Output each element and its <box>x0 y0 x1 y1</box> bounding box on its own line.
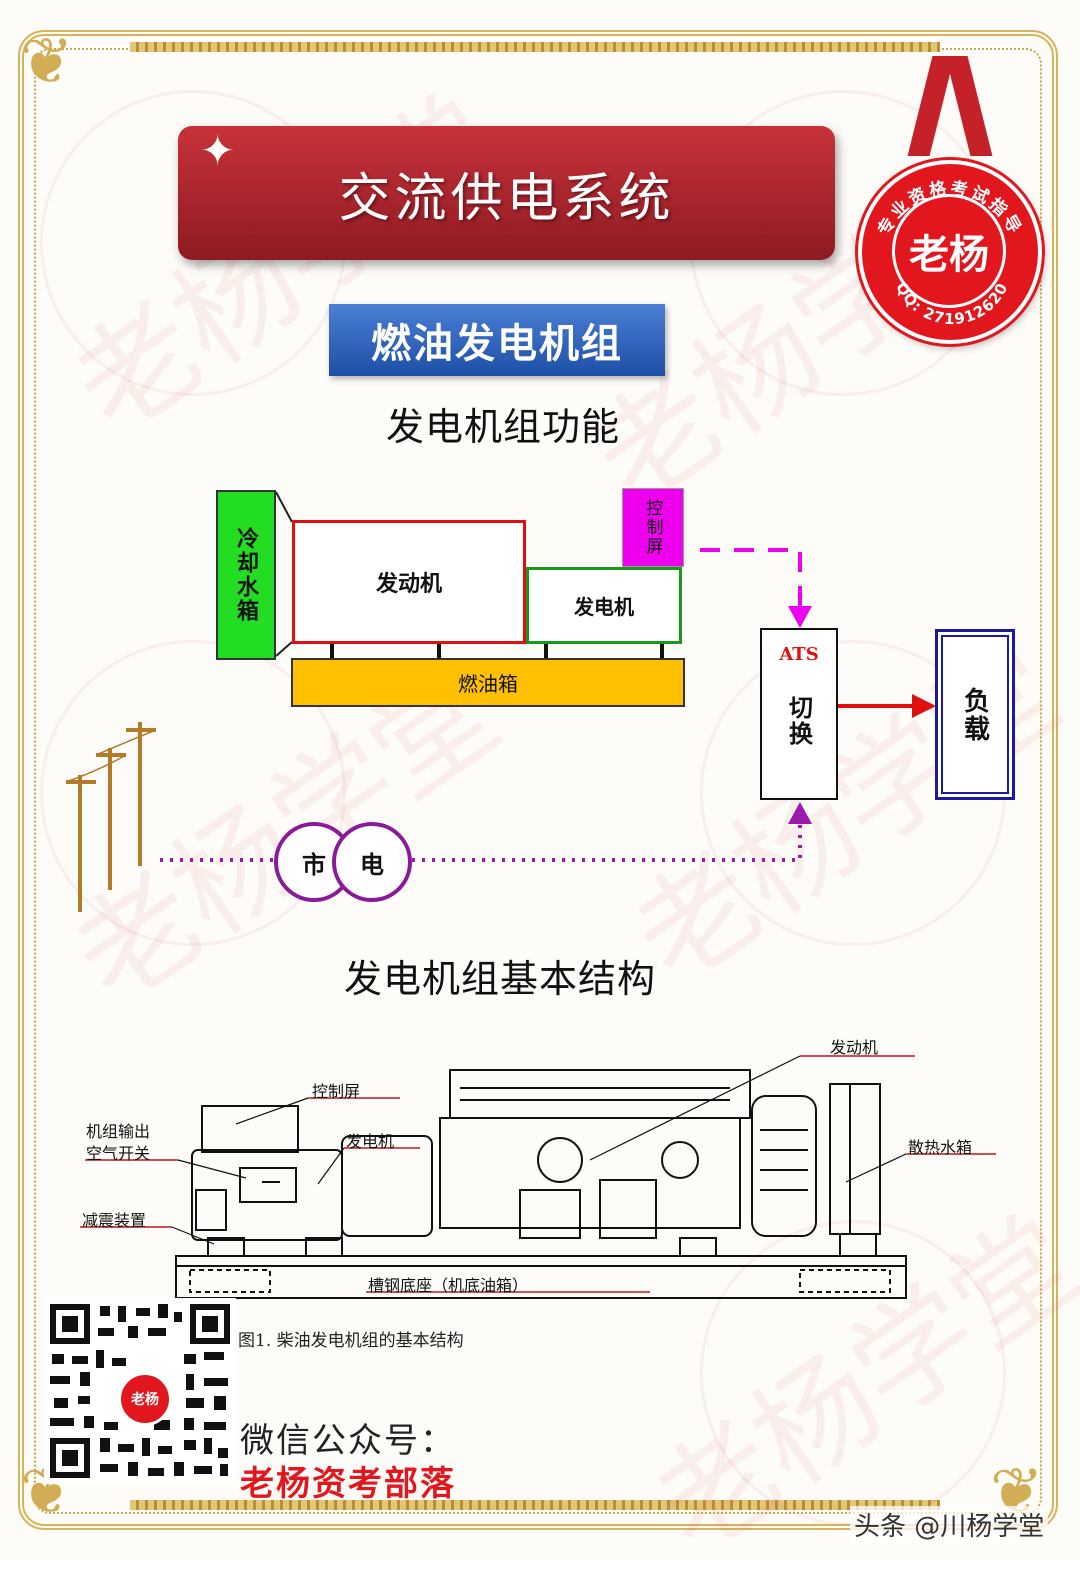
title-banner: 交流供电系统 <box>178 126 835 260</box>
mount-leg <box>437 644 441 658</box>
wechat-label: 微信公众号： <box>240 1421 456 1461</box>
utility-poles-icon <box>65 722 157 912</box>
engine-label: 发动机 <box>375 571 442 597</box>
bottom-frame-band <box>130 1500 940 1510</box>
seal-inner-ring: 老杨 <box>892 194 1006 308</box>
label-damper: 减震装置 <box>82 1211 147 1230</box>
sparkle-icon: ✦ <box>200 126 236 175</box>
load-box: 负载 <box>935 629 1015 800</box>
source-watermark: 头条 @川杨学堂 <box>850 1506 1049 1543</box>
mount-leg <box>660 644 664 658</box>
switch-label: 切换 <box>784 695 814 747</box>
seal-center-text: 老杨 <box>909 231 989 278</box>
ats-switch-box: ATS 切换 <box>760 628 838 800</box>
label-breaker-line2: 空气开关 <box>86 1144 151 1163</box>
wechat-account-name: 老杨资考部落 <box>240 1464 456 1504</box>
section-label: 燃油发电机组 <box>329 304 665 376</box>
connector-line <box>275 491 293 523</box>
label-radiator: 散热水箱 <box>908 1138 973 1157</box>
section-label-text: 燃油发电机组 <box>371 321 623 367</box>
gold-frame <box>18 30 1058 1530</box>
callout-pointers <box>171 1055 907 1245</box>
mount-leg <box>330 644 334 658</box>
structure-heading: 发电机组基本结构 <box>344 957 657 1001</box>
control-arrow-head-icon <box>788 606 812 628</box>
mains-label-2: 电 <box>360 849 384 879</box>
figure-caption: 图1. 柴油发电机组的基本结构 <box>238 1331 464 1351</box>
genset-outline <box>175 1069 907 1299</box>
engine-box: 发动机 <box>292 520 526 644</box>
control-panel-box: 控制屏 <box>622 488 684 567</box>
cooling-tank: 冷却水箱 <box>216 490 276 660</box>
control-arrow-line <box>700 548 802 610</box>
mains-arrow-head-icon <box>788 802 812 824</box>
mount-leg <box>544 644 548 658</box>
top-frame-band <box>130 42 940 52</box>
load-arrow-head-icon <box>912 694 936 718</box>
label-base: 槽钢底座（机底油箱） <box>368 1276 529 1295</box>
control-panel-label: 控制屏 <box>642 499 663 556</box>
label-generator: 发电机 <box>346 1132 395 1151</box>
callout-underlines <box>80 1055 996 1293</box>
fuel-tank-label: 燃油箱 <box>458 672 518 696</box>
corner-flourish-icon: ❦ <box>20 25 74 99</box>
generator-label: 发电机 <box>574 595 634 619</box>
generator-box: 发电机 <box>526 567 682 644</box>
connector-line <box>275 641 293 657</box>
fuel-tank-box: 燃油箱 <box>291 658 685 707</box>
label-breaker-line1: 机组输出 <box>86 1122 151 1141</box>
page-title: 交流供电系统 <box>338 168 675 229</box>
qr-logo-badge: 老杨 <box>118 1372 172 1426</box>
label-control-panel: 控制屏 <box>312 1082 361 1101</box>
watermark-circle <box>40 640 346 946</box>
mains-circle-2: 电 <box>332 822 412 902</box>
mains-label-1: 市 <box>302 849 326 879</box>
qr-logo-text: 老杨 <box>131 1392 159 1408</box>
label-engine: 发动机 <box>830 1038 879 1057</box>
load-label: 负载 <box>959 686 990 743</box>
function-heading: 发电机组功能 <box>386 405 621 449</box>
ats-label: ATS <box>779 644 819 665</box>
seal-badge: 专业资格考试指导 QQ: 271912620 老杨 <box>858 160 1042 344</box>
cooling-tank-label: 冷却水箱 <box>233 527 259 623</box>
